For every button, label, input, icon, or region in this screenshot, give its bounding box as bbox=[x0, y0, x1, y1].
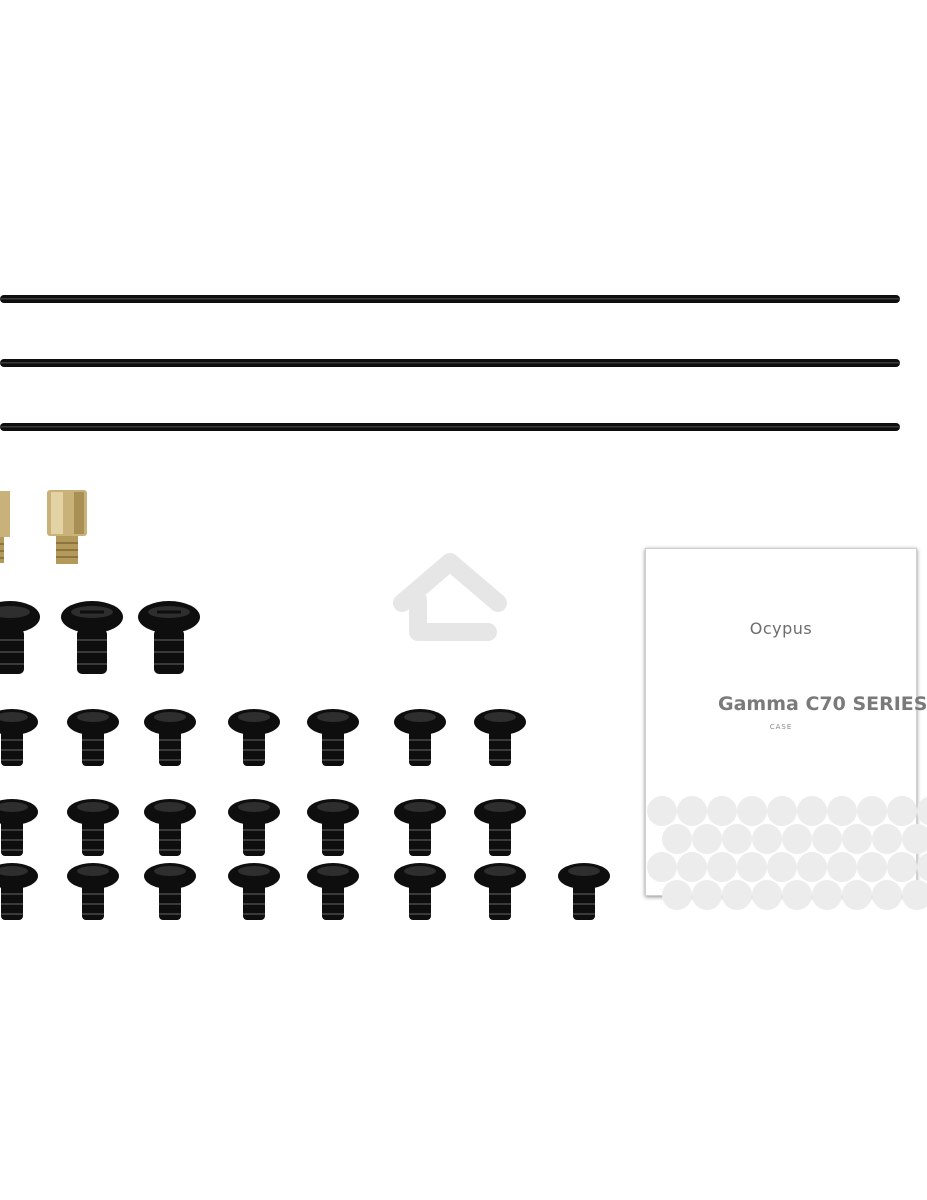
pattern-dot bbox=[917, 796, 927, 826]
pattern-dot bbox=[767, 796, 797, 826]
manual-title: Gamma C70 SERIES bbox=[718, 693, 927, 715]
pattern-dot bbox=[692, 880, 722, 910]
pattern-dot bbox=[812, 880, 842, 910]
pattern-dot bbox=[872, 824, 902, 854]
rod bbox=[0, 298, 900, 300]
pattern-dot bbox=[647, 796, 677, 826]
pattern-dot bbox=[767, 852, 797, 882]
pattern-dot bbox=[857, 796, 887, 826]
manual-dot-pattern bbox=[647, 796, 927, 910]
pattern-dot bbox=[902, 880, 927, 910]
large-screw bbox=[0, 601, 40, 674]
small-screw bbox=[144, 863, 196, 920]
pattern-dot bbox=[782, 824, 812, 854]
pattern-dot bbox=[872, 880, 902, 910]
small-screw bbox=[474, 863, 526, 920]
manual-brand-logo: Ocypus bbox=[749, 619, 813, 638]
pattern-dot bbox=[662, 880, 692, 910]
pattern-dot bbox=[752, 824, 782, 854]
pattern-dot bbox=[827, 852, 857, 882]
pattern-dot bbox=[737, 796, 767, 826]
manual-subtitle: CASE bbox=[769, 723, 793, 731]
small-screw bbox=[0, 863, 38, 920]
pattern-dot bbox=[812, 824, 842, 854]
rod bbox=[0, 426, 900, 428]
large-screw bbox=[61, 601, 123, 674]
accessory-kit-scene bbox=[0, 295, 900, 920]
pattern-dot bbox=[887, 796, 917, 826]
standoff bbox=[47, 490, 87, 564]
rods bbox=[0, 295, 900, 431]
pattern-dot bbox=[677, 852, 707, 882]
small-screws bbox=[0, 709, 610, 920]
pattern-dot bbox=[752, 880, 782, 910]
pattern-dot bbox=[707, 852, 737, 882]
pattern-dot bbox=[707, 796, 737, 826]
small-screw bbox=[558, 863, 610, 920]
pattern-dot bbox=[782, 880, 812, 910]
rod bbox=[0, 362, 900, 364]
pattern-dot bbox=[662, 824, 692, 854]
small-screw bbox=[474, 709, 526, 766]
small-screw bbox=[67, 709, 119, 766]
pattern-dot bbox=[797, 796, 827, 826]
small-screw bbox=[0, 709, 38, 766]
pattern-dot bbox=[857, 852, 887, 882]
pattern-dot bbox=[917, 852, 927, 882]
small-screw bbox=[307, 709, 359, 766]
small-screw bbox=[144, 799, 196, 856]
user-manual: Ocypus Gamma C70 SERIES CASE bbox=[645, 548, 927, 910]
small-screw bbox=[307, 799, 359, 856]
small-screw bbox=[307, 863, 359, 920]
small-screw bbox=[394, 709, 446, 766]
pattern-dot bbox=[737, 852, 767, 882]
pattern-dot bbox=[902, 824, 927, 854]
pattern-dot bbox=[887, 852, 917, 882]
pattern-dot bbox=[677, 796, 707, 826]
small-screw bbox=[228, 799, 280, 856]
small-screw bbox=[0, 799, 38, 856]
small-screw bbox=[474, 799, 526, 856]
small-screw bbox=[394, 799, 446, 856]
brass-standoffs bbox=[0, 490, 87, 564]
small-screw bbox=[228, 709, 280, 766]
small-screw bbox=[67, 799, 119, 856]
pattern-dot bbox=[722, 824, 752, 854]
pattern-dot bbox=[692, 824, 722, 854]
large-screw bbox=[138, 601, 200, 674]
pattern-dot bbox=[797, 852, 827, 882]
small-screw bbox=[394, 863, 446, 920]
small-screw bbox=[144, 709, 196, 766]
pattern-dot bbox=[722, 880, 752, 910]
small-screw bbox=[228, 863, 280, 920]
pattern-dot bbox=[647, 852, 677, 882]
large-screws bbox=[0, 601, 200, 674]
small-screw bbox=[67, 863, 119, 920]
pattern-dot bbox=[842, 880, 872, 910]
pattern-dot bbox=[842, 824, 872, 854]
standoff bbox=[0, 491, 10, 563]
pattern-dot bbox=[827, 796, 857, 826]
home-watermark-icon bbox=[393, 553, 507, 641]
